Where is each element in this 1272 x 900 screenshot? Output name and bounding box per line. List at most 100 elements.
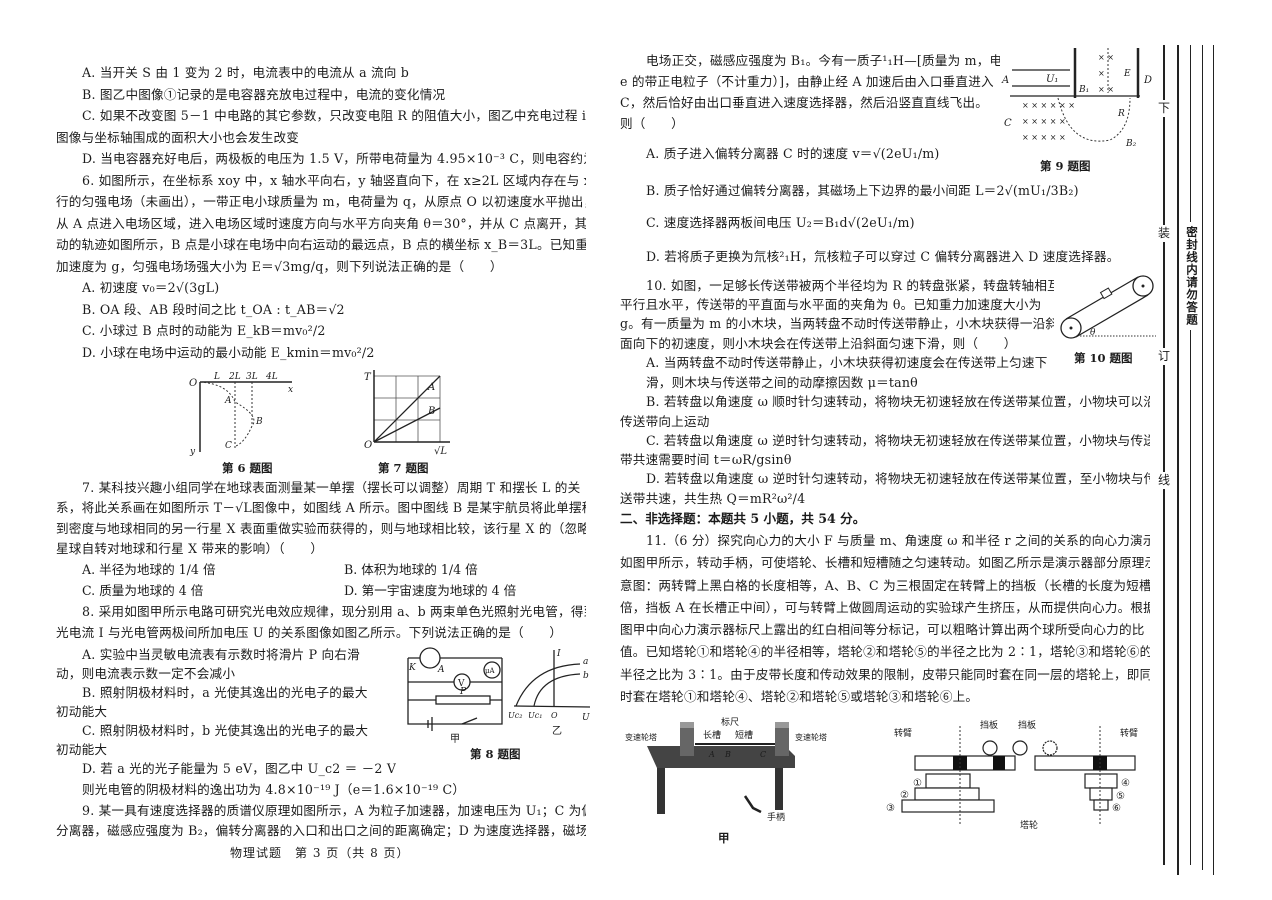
text-line: 6. 如图所示，在坐标系 xoy 中，x 轴水平向右，y 轴竖直向下，在 x≥2…	[82, 172, 586, 188]
fig8-I-axis: I	[556, 649, 561, 659]
fig6-y-axis: y	[189, 447, 196, 457]
q7-option-a: A. 半径为地球的 1/4 倍	[82, 562, 216, 577]
fig9-R: R	[1117, 109, 1125, 119]
fig9-B1: B₁	[1078, 85, 1089, 95]
text-line: 动的轨迹如图所示，B 点是小球在电场中向右运动的最远点，B 点的横坐标 x_B＝…	[56, 237, 586, 252]
text-line: 10. 如图，一足够长传送带被两个半径均为 R 的转盘张紧，转盘转轴相互	[646, 278, 1054, 293]
fig7-origin: O	[364, 440, 372, 451]
text-line: g。有一质量为 m 的小木块，当两转盘不动时传送带静止，小木块获得一沿斜	[620, 316, 1054, 332]
text-line: 星球自转对地球和行星 X 带来的影响）（ ）	[56, 540, 324, 556]
fig8-Uc2: Uc₂	[508, 711, 522, 720]
text-line: C. 若转盘以角速度 ω 逆时针匀速转动，将物块无初速轻放在传送带某位置，小物块…	[646, 432, 1150, 448]
fig9-caption: 第 9 题图	[1040, 159, 1091, 173]
text-line: A. 初速度 v₀＝2√(3gL)	[82, 280, 220, 295]
text-line: 7. 某科技兴趣小组同学在地球表面测量某一单摆（摆长可以调整）周期 T 和摆长 …	[82, 480, 581, 495]
label-tower-wheel: 塔轮	[1020, 819, 1038, 831]
label-handle: 手柄	[767, 811, 785, 823]
fig7-caption: 第 7 题图	[378, 461, 429, 475]
label-tower-6: ⑥	[1112, 803, 1121, 814]
fig6-point-B: B	[255, 417, 263, 427]
figure-11-schematic: 转臂 挡板 挡板 转臂 ① ② ③ ④ ⑤ ⑥ 塔轮	[886, 719, 1138, 831]
text-line: 半径之比为 3∶1。由于皮带长度和传动效果的限制，皮带只能同时套在同一层的塔轮上…	[620, 666, 1150, 682]
text-line: 从 A 点进入电场区域，进入电场区域时速度方向与水平方向夹角 θ＝30°，并从 …	[56, 215, 586, 231]
fig7-sqrtL-axis: √L	[434, 446, 447, 457]
text-line: 初动能大	[56, 742, 108, 757]
fig8-voltmeter: V	[457, 679, 465, 689]
label-left-tower: 变速轮塔	[625, 732, 657, 742]
svg-text:× × × × ×: × × × × ×	[1022, 117, 1066, 126]
fig7-T-axis: T	[364, 372, 372, 383]
q11-text: 11.（6 分）探究向心力的大小 F 与质量 m、角速度 ω 和半径 r 之间的…	[620, 530, 1150, 708]
fig9-C: C	[1004, 118, 1012, 129]
text-line: 意图：两转臂上黑白格的长度相等，A、B、C 为三根固定在转臂上的挡板（长槽的长度…	[620, 577, 1150, 593]
figure-6: O L 2L 3L 4L x y A B C	[189, 372, 293, 457]
text-line: B. 照射阴极材料时，a 光使其逸出的光电子的最大	[82, 685, 368, 700]
text-line: 分离器，磁感应强度为 B₂，偏转分离器的入口和出口之间的距离确定；D 为速度选择…	[56, 823, 586, 838]
text-line: 图像与坐标轴围成的面积大小也会发生改变	[56, 129, 300, 145]
text-line: 送带共速，共生热 Q＝mR²ω²/4	[620, 490, 806, 506]
text-line: A. 当开关 S 由 1 变为 2 时，电流表中的电流从 a 流向 b	[82, 65, 410, 80]
label-baffle-A: A	[708, 750, 715, 759]
text-line: B. 图乙中图像①记录的是电容器充放电过程中，电流的变化情况	[82, 86, 446, 102]
fig11-apparatus-caption: 甲	[718, 831, 730, 845]
q7-options: A. 半径为地球的 1/4 倍 B. 体积为地球的 1/4 倍 C. 质量为地球…	[56, 561, 580, 599]
q7-option-c: C. 质量为地球的 4 倍	[82, 582, 204, 598]
fig9-B2: B₂	[1125, 139, 1137, 149]
fig6-tick-2L: 2L	[228, 372, 241, 382]
label-baffle-1: 挡板	[980, 719, 998, 731]
q7-option-b: B. 体积为地球的 1/4 倍	[344, 562, 478, 577]
label-right-tower: 变速轮塔	[795, 732, 827, 742]
q9-option-d: D. 若将质子更换为氘核²₁H，氘核粒子可以穿过 C 偏转分离器进入 D 速度选…	[646, 249, 1120, 264]
fig8-circuit-label: 甲	[450, 734, 460, 745]
label-baffle-C: C	[760, 750, 766, 759]
fig10-theta: θ	[1090, 328, 1096, 338]
text-line: 时套在塔轮①和塔轮④、塔轮②和塔轮⑤或塔轮③和塔轮⑥上。	[620, 689, 979, 705]
label-tower-2: ②	[900, 790, 909, 801]
label-short-slot: 短槽	[735, 729, 753, 741]
fig6-x-axis: x	[288, 385, 293, 395]
text-line: 电场正交，磁感应强度为 B₁。今有一质子¹₁H—[质量为 m，电荷量为	[646, 53, 1000, 68]
text-line: 9. 某一具有速度选择器的质谱仪原理如图所示，A 为粒子加速器，加速电压为 U₁…	[82, 802, 586, 818]
text-line: B. 若转盘以角速度 ω 顺时针匀速转动，将物块无初速轻放在传送带某位置，小物块…	[646, 394, 1150, 410]
text-line: 面向下的初速度，则小木块会在传送带上沿斜面匀速下滑，则（ ）	[620, 335, 1017, 351]
fig8-curve-a: a	[583, 657, 588, 667]
q9-continued: 电场正交，磁感应强度为 B₁。今有一质子¹₁H—[质量为 m，电荷量为e 的带正…	[620, 50, 1000, 134]
label-baffle-B: B	[724, 750, 731, 759]
text-line: 倍，挡板 A 在长槽正中间），可与转臂上做圆周运动的实验球产生挤压，从而提供向心…	[620, 599, 1150, 615]
fig6-caption: 第 6 题图	[222, 461, 273, 475]
svg-text:×: ×	[1098, 69, 1105, 78]
text-line: 值。已知塔轮①和塔轮④的半径相等，塔轮②和塔轮⑤的半径之比为 2∶1，塔轮③和塔…	[620, 644, 1150, 660]
text-line: A. 实验中当灵敏电流表有示数时将滑片 P 向右滑	[82, 647, 360, 662]
fig8-microammeter: μA	[485, 667, 496, 675]
text-line: D. 若转盘以角速度 ω 逆时针匀速转动，将物块无初速轻放在传送带某位置，至小物…	[646, 471, 1150, 487]
fig8-curve-b: b	[583, 671, 589, 681]
text-line: 传送带向上运动	[620, 413, 710, 429]
text-line: 如图甲所示，转动手柄，可使塔轮、长槽和短槽随之匀速转动。如图乙所示是演示器部分原…	[620, 555, 1150, 571]
fig9-D: D	[1143, 75, 1152, 86]
figure-8: K A μA V P 甲 I a b Uc₂ Uc₁ O U 乙	[407, 647, 591, 745]
q9-option-a: A. 质子进入偏转分离器 C 时的速度 v＝√(2eU₁/m)	[646, 146, 940, 161]
fig9-E: E	[1123, 69, 1131, 79]
text-line: 加速度为 g，匀强电场场强大小为 E＝√3mg/q，则下列说法正确的是（ ）	[56, 258, 503, 274]
section-title: 二、非选择题：本题共 5 小题，共 54 分。	[620, 511, 866, 526]
fig6-tick-3L: 3L	[246, 372, 258, 382]
q8d-q9-text: 则光电管的阴极材料的逸出功为 4.8×10⁻¹⁹ J（e＝1.6×10⁻¹⁹ C…	[56, 780, 586, 842]
text-line: 则光电管的阴极材料的逸出功为 4.8×10⁻¹⁹ J（e＝1.6×10⁻¹⁹ C…	[82, 782, 466, 797]
margin-char-4: 线	[1158, 472, 1171, 489]
fig7-line-B: B	[427, 406, 435, 417]
label-tower-3: ③	[886, 803, 895, 814]
fig6-tick-4L: 4L	[265, 372, 278, 382]
margin-char-3: 订	[1158, 348, 1171, 365]
figure-7: T O √L A B	[364, 370, 450, 457]
fig8-Uc1: Uc₁	[528, 711, 542, 720]
text-line: 行的匀强电场（未画出），一带正电小球质量为 m，电荷量为 q，从原点 O 以初速…	[56, 194, 586, 209]
fig8-caption: 第 8 题图	[470, 747, 521, 761]
fig6-tick-L: L	[213, 372, 220, 382]
q5-q6-text: A. 当开关 S 由 1 变为 2 时，电流表中的电流从 a 流向 b B. 图乙…	[56, 62, 586, 363]
text-line: D. 当电容器充好电后，两极板的电压为 1.5 V，所带电荷量为 4.95×10…	[82, 151, 586, 166]
fig6-origin: O	[189, 378, 197, 389]
q9-option-b: B. 质子恰好通过偏转分离器，其磁场上下边界的最小间距 L＝2√(mU₁/3B₂…	[646, 183, 1079, 198]
text-line: C. 照射阴极材料时，b 光使其逸出的光电子的最大	[82, 723, 369, 738]
